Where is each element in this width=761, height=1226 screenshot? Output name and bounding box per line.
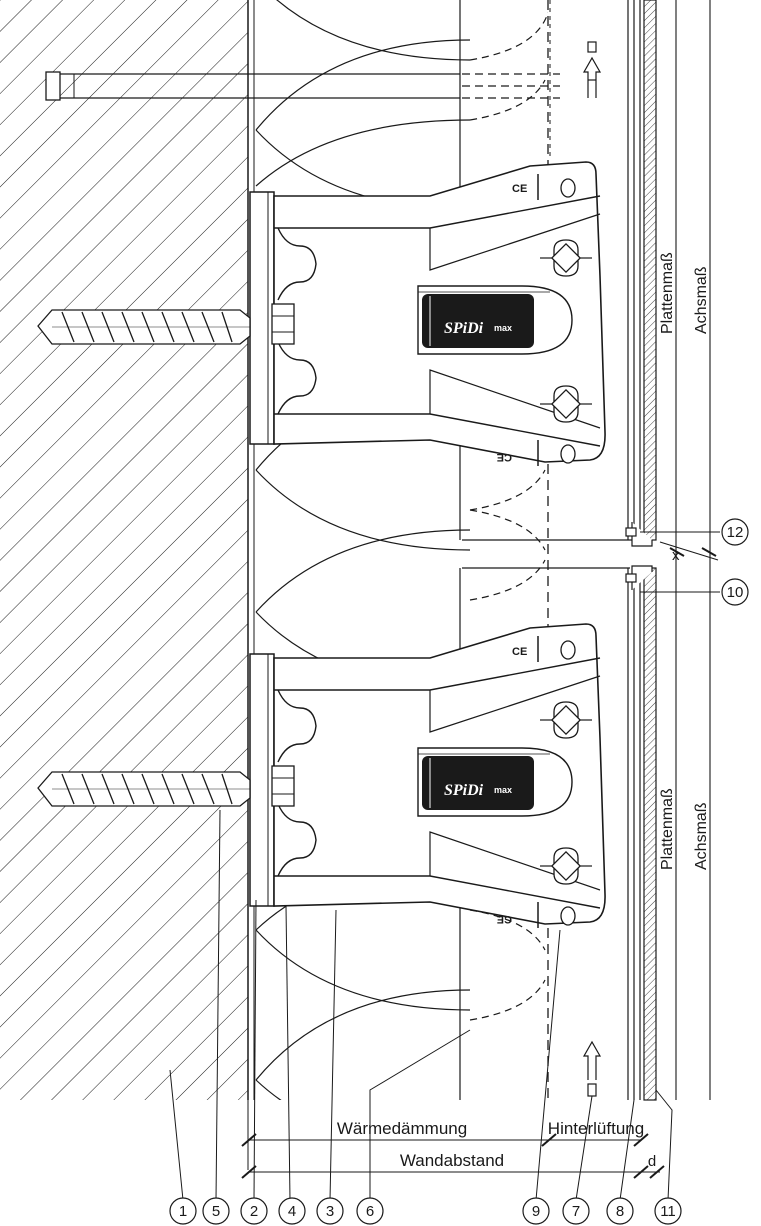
callout-8: 8 bbox=[606, 1197, 634, 1225]
callout-9: 9 bbox=[522, 1197, 550, 1225]
brand-name: SPiDi bbox=[444, 320, 484, 337]
callout-number: 8 bbox=[616, 1203, 624, 1220]
ce-mark: CE bbox=[497, 913, 512, 925]
facade-panel-bottom bbox=[643, 567, 657, 1101]
panel-dimension-bottom: Plattenmaß bbox=[659, 788, 676, 870]
airflow-arrow-icon bbox=[582, 41, 602, 98]
concrete-wall bbox=[0, 0, 248, 1100]
callout-4: 4 bbox=[278, 1197, 306, 1225]
brand-bottom: SPiDi max bbox=[444, 782, 512, 799]
callout-10: 10 bbox=[721, 578, 749, 606]
airflow-arrow-icon bbox=[582, 1040, 602, 1097]
callout-number: 7 bbox=[572, 1203, 580, 1220]
wall-distance-label: Wandabstand bbox=[400, 1151, 504, 1170]
callout-5: 5 bbox=[202, 1197, 230, 1225]
wall-anchor-top bbox=[37, 309, 251, 345]
callout-7: 7 bbox=[562, 1197, 590, 1225]
callout-number: 6 bbox=[366, 1203, 374, 1220]
callout-number: 11 bbox=[660, 1203, 676, 1220]
callout-number: 3 bbox=[326, 1203, 334, 1220]
bracket-bottom bbox=[249, 623, 606, 929]
brand-name: SPiDi bbox=[444, 782, 484, 799]
x-dimension-label: x bbox=[672, 547, 680, 564]
insulation-label: Wärmedämmung bbox=[337, 1119, 467, 1138]
callout-number: 1 bbox=[179, 1203, 187, 1220]
ce-mark: CE bbox=[512, 183, 527, 195]
callout-2: 2 bbox=[240, 1197, 268, 1225]
ce-mark: CE bbox=[512, 646, 527, 658]
callout-number: 5 bbox=[212, 1203, 220, 1220]
ce-mark: CE bbox=[497, 451, 512, 463]
bracket-top bbox=[249, 161, 606, 467]
d-dimension-label: d bbox=[648, 1153, 656, 1170]
axis-dimension-top: Achsmaß bbox=[693, 266, 710, 334]
panel-dimension-top: Plattenmaß bbox=[659, 252, 676, 334]
callout-3: 3 bbox=[316, 1197, 344, 1225]
callout-6: 6 bbox=[356, 1197, 384, 1225]
mounting-rail bbox=[627, 0, 641, 1100]
callout-11: 11 bbox=[654, 1197, 682, 1225]
ventilation-label: Hinterlüftung bbox=[548, 1119, 644, 1138]
callout-12: 12 bbox=[721, 518, 749, 546]
facade-panel-top bbox=[643, 0, 657, 541]
brand-suffix: max bbox=[494, 323, 512, 333]
callout-number: 12 bbox=[727, 524, 744, 541]
brand-suffix: max bbox=[494, 785, 512, 795]
callout-number: 2 bbox=[250, 1203, 258, 1220]
callout-1: 1 bbox=[169, 1197, 197, 1225]
callout-number: 10 bbox=[727, 584, 744, 601]
callout-number: 4 bbox=[288, 1203, 296, 1220]
axis-dimension-bottom: Achsmaß bbox=[693, 802, 710, 870]
wall-anchor-bottom bbox=[37, 771, 251, 807]
brand-top: SPiDi max bbox=[444, 320, 512, 337]
callout-number: 9 bbox=[532, 1203, 540, 1220]
